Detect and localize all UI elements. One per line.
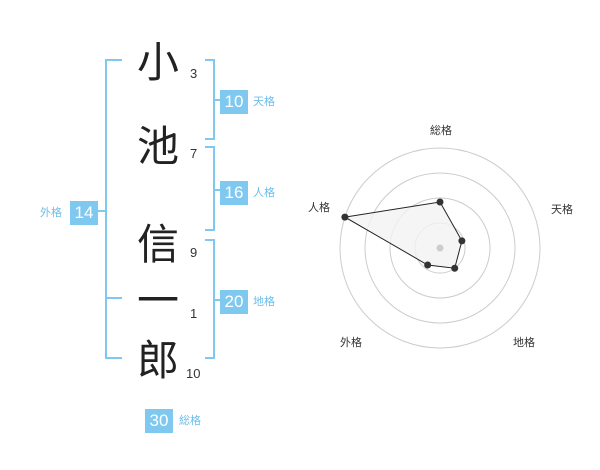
chikaku-bracket [205, 239, 215, 359]
jinkaku-bracket [205, 146, 215, 231]
radar-data-polygon [343, 201, 463, 269]
stroke-count-2: 7 [190, 146, 198, 161]
gaikaku-label: 外格 [40, 206, 62, 219]
radar-point [436, 198, 444, 206]
stroke-count-4: 1 [190, 306, 198, 321]
name-char-5: 郎 [136, 336, 179, 385]
radar-grid-ring [339, 147, 541, 349]
gaikaku-bracket [105, 59, 122, 359]
radar-point [424, 261, 432, 269]
jinkaku-label: 人格 [253, 186, 275, 199]
stroke-count-5: 10 [186, 366, 201, 381]
radar-point [341, 213, 349, 221]
stroke-count-3: 9 [190, 245, 198, 260]
radar-axis-label-chikaku: 地格 [513, 335, 535, 349]
radar-points [341, 198, 466, 272]
radar-grid [339, 147, 541, 349]
name-char-1: 小 [136, 38, 179, 87]
soukaku-label: 総格 [179, 414, 201, 427]
tenkaku-label: 天格 [253, 95, 275, 108]
radar-grid-ring [364, 172, 516, 324]
radar-center-dot [436, 244, 444, 252]
chikaku-value: 20 [220, 290, 248, 314]
tenkaku-value: 10 [220, 90, 248, 114]
name-char-2: 池 [136, 122, 179, 171]
soukaku-value: 30 [145, 409, 173, 433]
radar-axis-label-soukaku: 総格 [430, 123, 452, 137]
jinkaku-value: 16 [220, 181, 248, 205]
radar-grid-ring [389, 197, 491, 299]
stroke-count-1: 3 [190, 66, 198, 81]
radar-axis-label-gaikaku: 外格 [340, 335, 362, 349]
radar-point [451, 264, 459, 272]
fortune-radar-chart: 総格 天格 地格 外格 人格 [308, 123, 573, 349]
radar-point [458, 237, 466, 245]
chikaku-label: 地格 [253, 295, 275, 308]
name-char-3: 信 [136, 220, 179, 269]
radar-axis-label-jinkaku: 人格 [308, 200, 330, 214]
tenkaku-bracket [205, 59, 215, 140]
radar-axis-label-tenkaku: 天格 [551, 202, 573, 216]
name-char-4: 一 [136, 276, 179, 325]
gaikaku-value: 14 [70, 201, 98, 225]
